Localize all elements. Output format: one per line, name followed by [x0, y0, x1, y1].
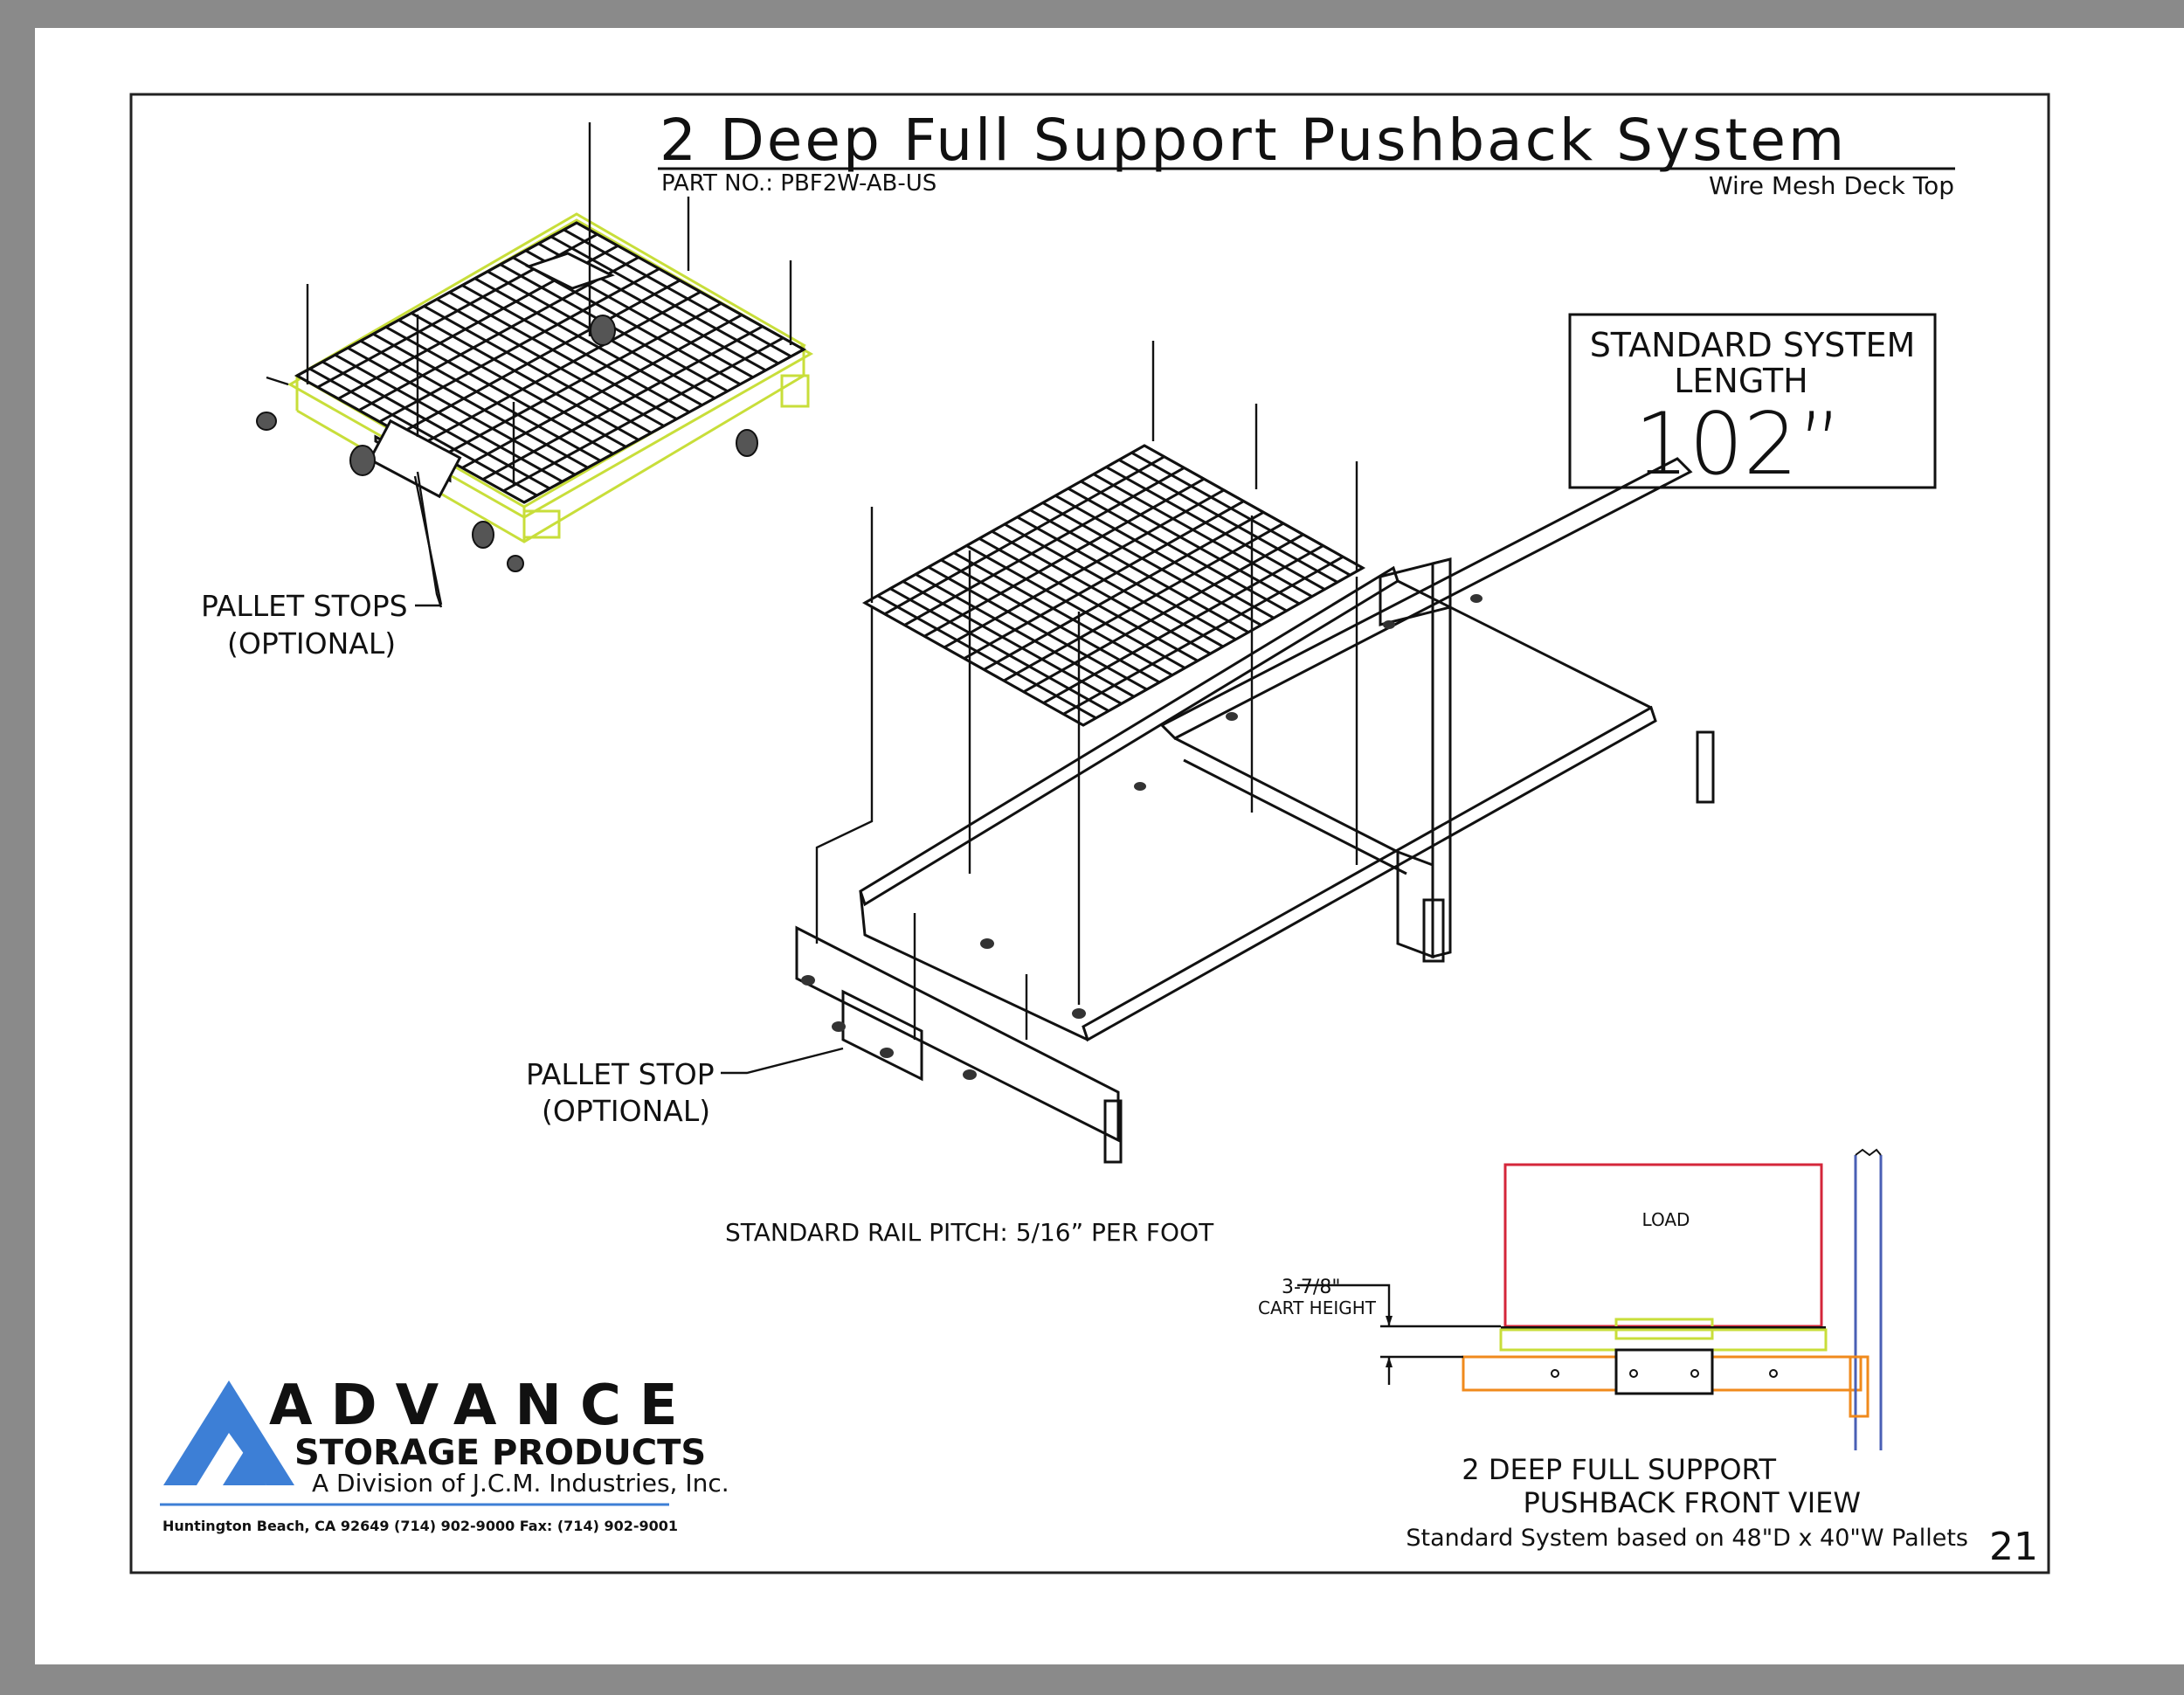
- callout-pallet-stop: PALLET STOP: [526, 1057, 715, 1091]
- system-length-line1: STANDARD SYSTEM: [1590, 326, 1916, 364]
- load-label: LOAD: [1642, 1209, 1690, 1230]
- small-isometric-assembly: [256, 122, 814, 608]
- paper: [35, 28, 2184, 1664]
- system-length-line2: LENGTH: [1674, 362, 1807, 400]
- drawing-border: [129, 93, 2050, 1574]
- cart-height-value: 3-7/8": [1282, 1276, 1340, 1298]
- callout-pallet-stops: PALLET STOPS: [201, 589, 408, 623]
- rail-pitch-note: STANDARD RAIL PITCH: 5/16” PER FOOT: [725, 1218, 1214, 1247]
- company-name-2: STORAGE PRODUCTS: [294, 1433, 706, 1473]
- cart-height-label: CART HEIGHT: [1258, 1297, 1377, 1318]
- front-view-title-1: 2 DEEP FULL SUPPORT: [1462, 1453, 1776, 1486]
- front-view-title-2: PUSHBACK FRONT VIEW: [1523, 1486, 1861, 1519]
- company-contact: Huntington Beach, CA 92649 (714) 902-900…: [162, 1518, 678, 1534]
- company-division: A Division of J.C.M. Industries, Inc.: [312, 1469, 729, 1498]
- company-name: ADVANCE: [269, 1373, 696, 1438]
- drawing-title: 2 Deep Full Support Pushback System: [660, 107, 1847, 174]
- part-number: PART NO.: PBF2W-AB-US: [661, 170, 936, 197]
- callout-pallet-stop-optional: (OPTIONAL): [542, 1094, 710, 1128]
- pallet-basis-note: Standard System based on 48"D x 40"W Pal…: [1406, 1525, 1968, 1552]
- system-length-box: STANDARD SYSTEM LENGTH 102”: [1568, 313, 1937, 495]
- large-wire-mesh: [861, 444, 1366, 727]
- system-length-value: 102”: [1635, 395, 1842, 495]
- callout-pallet-stops-optional: (OPTIONAL): [227, 626, 396, 661]
- page-number: 21: [1989, 1525, 2038, 1569]
- large-isometric-assembly: [721, 341, 1715, 1164]
- company-logo: [163, 1380, 294, 1485]
- front-view-diagram: LOAD 3-7/8" CART HEIGHT: [1258, 1148, 1883, 1450]
- drawing-subtitle: Wire Mesh Deck Top: [1709, 171, 1954, 200]
